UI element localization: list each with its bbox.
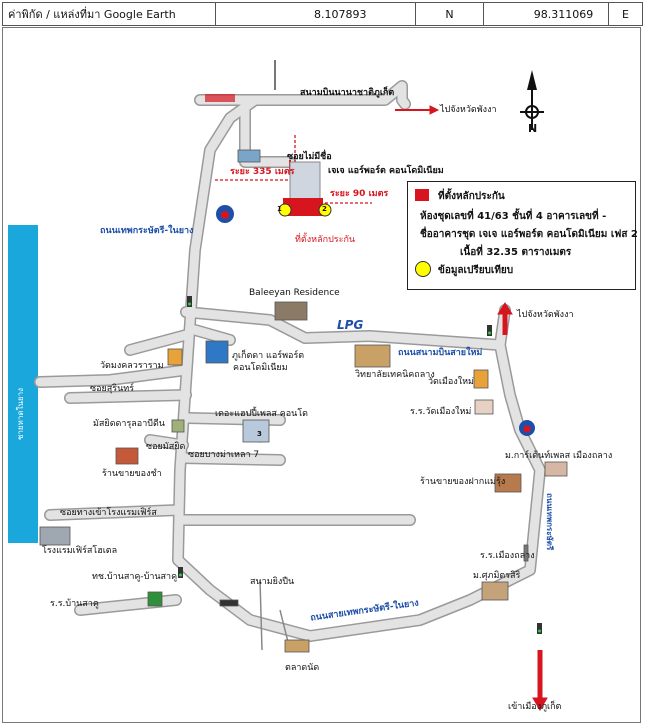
legend-line1: ห้องชุดเลขที่ 41/63 ชั้นที่ 4 อาคารเลขที…: [420, 211, 607, 222]
arrow-up-right: [497, 302, 513, 315]
legend-line2: ชื่ออาคารชุด เจเจ แอร์พอร์ต คอนโดมิเนียม…: [420, 229, 638, 240]
wat-mongkol-label: วัดมงคลวราราม: [100, 361, 164, 371]
collateral-marker: [283, 198, 323, 216]
coordinate-header: ค่าพิกัด / แหล่งที่มา Google Earth 8.107…: [2, 2, 643, 26]
traffic-light-icons: [178, 296, 542, 634]
lpg-label: LPG: [337, 318, 364, 332]
soi-surin-label: ซอยสุรินทร์: [90, 384, 135, 394]
latitude-value: 8.107893: [216, 3, 416, 25]
marker-3-label: 3: [257, 430, 262, 438]
airport-label: สนามบินนานาชาติภูเก็ต: [300, 88, 395, 98]
marker-2-label: 2: [322, 205, 327, 213]
road-ban-sakoo-label: ทช.บ้านสาคู-บ้านสาคู: [92, 572, 178, 582]
collateral-label: ที่ตั้งหลักประกัน: [295, 235, 356, 245]
tara-place-label: ม.การ์เด้นท์เพลส เมืองถลาง: [505, 451, 613, 461]
gun-icon: [219, 599, 239, 607]
rice-shop-label: ร้านขายของชำ: [102, 469, 162, 479]
market-label: ตลาดนัด: [285, 663, 320, 673]
temple-icon: [167, 348, 183, 366]
comparison-marker-2: [318, 203, 332, 217]
soi-hotel-label: ซอยทางเข้าโรงแรมเฟิร์ส: [60, 508, 157, 518]
puketta-label: ภูเก็ตดา แอร์พอร์ต: [232, 351, 305, 361]
soi-bang-ma-phrao-label: ซอยบางม่าเหลา 7: [188, 450, 260, 460]
building-icons: [39, 149, 568, 653]
wat-muang-mai-label: วัดเมืองใหม่: [428, 377, 474, 387]
longitude-dir: E: [622, 7, 629, 21]
supamitr-icon: [481, 581, 509, 601]
baleeyan-label: Baleeyan Residence: [249, 288, 340, 298]
estate-icon: [544, 461, 568, 477]
school-ban-sakoo-label: ร.ร.บ้านสาคู: [50, 599, 99, 609]
gas-station-icons: [216, 205, 535, 436]
happy-place-icon: [242, 419, 270, 443]
soi-nameless-label: ซอยไม่มีชื่อ: [287, 152, 332, 162]
condo-icon: [205, 340, 229, 364]
legend-line3: เนื้อที่ 32.35 ตารางเมตร: [460, 247, 572, 258]
airport-mark: [205, 94, 235, 102]
school-icon: [474, 399, 494, 415]
mosque-label: มัสยิดดารุลอาบีดีน: [93, 419, 165, 429]
soi-masjid-label: ซอยมัสยิด: [146, 442, 186, 452]
school-pole-icon: [523, 544, 529, 562]
house-icon-top: [237, 149, 261, 163]
sea-strip: [8, 225, 38, 543]
temple-icon-right: [473, 369, 489, 389]
naiyang-beach-label: ชายหาดในยาง: [16, 387, 25, 440]
thep-road-top-label: ถนนเทพกระษัตรี-ในยาง: [100, 226, 194, 236]
school-muang-mai-label: ร.ร.วัดเมืองใหม่: [410, 407, 472, 417]
north-arrow-icon: [520, 70, 544, 130]
shooting-label: สนามยิงปืน: [250, 577, 295, 587]
map-frame: [2, 27, 641, 723]
to-phangnga-right-label: ไปจังหวัดพังงา: [517, 310, 574, 320]
distance-335-label: ระยะ 335 เมตร: [230, 167, 295, 177]
condo-label: คอนโดมิเนียม: [233, 363, 288, 373]
arrow-right-top: [429, 105, 440, 115]
legend-red-swatch: [415, 189, 429, 201]
legend-title: ที่ตั้งหลักประกัน: [438, 191, 505, 202]
hotel-label: โรงแรมเฟิร์สโฮเตล: [42, 546, 118, 556]
legend-box: ที่ตั้งหลักประกัน ห้องชุดเลขที่ 41/63 ชั…: [407, 181, 638, 290]
marker-1-label: 1: [277, 205, 282, 213]
market-lanes: [259, 579, 291, 651]
tech-college-label: วิทยาลัยเทคนิคถลาง: [355, 370, 435, 380]
airport-road-new-label: ถนนสนามบินสายใหม่: [398, 348, 483, 358]
supamitr-label: ม.ศุภมิตรสิริ: [473, 571, 521, 581]
market-icon: [284, 639, 310, 653]
baleeyan-icon: [274, 301, 308, 321]
legend-yellow-swatch: [415, 261, 431, 277]
longitude-value: 98.311069: [484, 3, 609, 25]
north-label: N: [528, 122, 538, 135]
jj-airport-label: เจเจ แอร์พอร์ต คอนโดมิเนียม: [328, 166, 444, 176]
shop-icon: [115, 447, 139, 465]
distance-90-label: ระยะ 90 เมตร: [330, 189, 389, 199]
the-happy-label: เดอะแฮปปี้เพลส คอนโด: [215, 409, 309, 419]
grocery-label: ร้านขายของฝากแม่รุ้ง: [420, 477, 506, 487]
school-muang-thalang-label: ร.ร.เมืองถลาง: [480, 551, 535, 561]
to-phangnga-top-label: ไปจังหวัดพังงา: [440, 105, 497, 115]
grocery-icon: [494, 473, 522, 493]
latitude-dir: N: [416, 3, 484, 25]
hotel-icon: [39, 526, 71, 546]
college-icon: [354, 344, 391, 368]
seven-eleven-icon: [147, 591, 163, 607]
comparison-marker-1: [278, 203, 292, 217]
mosque-icon: [171, 419, 185, 433]
arrow-down-bottom: [532, 697, 548, 711]
legend-compare: ข้อมูลเปรียบเทียบ: [438, 265, 514, 276]
to-phuket-label: เข้าเมืองภูเก็ต: [508, 702, 562, 712]
coord-source: ค่าพิกัด / แหล่งที่มา Google Earth: [3, 3, 216, 25]
road-fill: [35, 81, 545, 641]
condo-building: [289, 161, 321, 203]
thep-road-vertical-label: ถนนเทพกระษัตรี: [545, 493, 554, 551]
